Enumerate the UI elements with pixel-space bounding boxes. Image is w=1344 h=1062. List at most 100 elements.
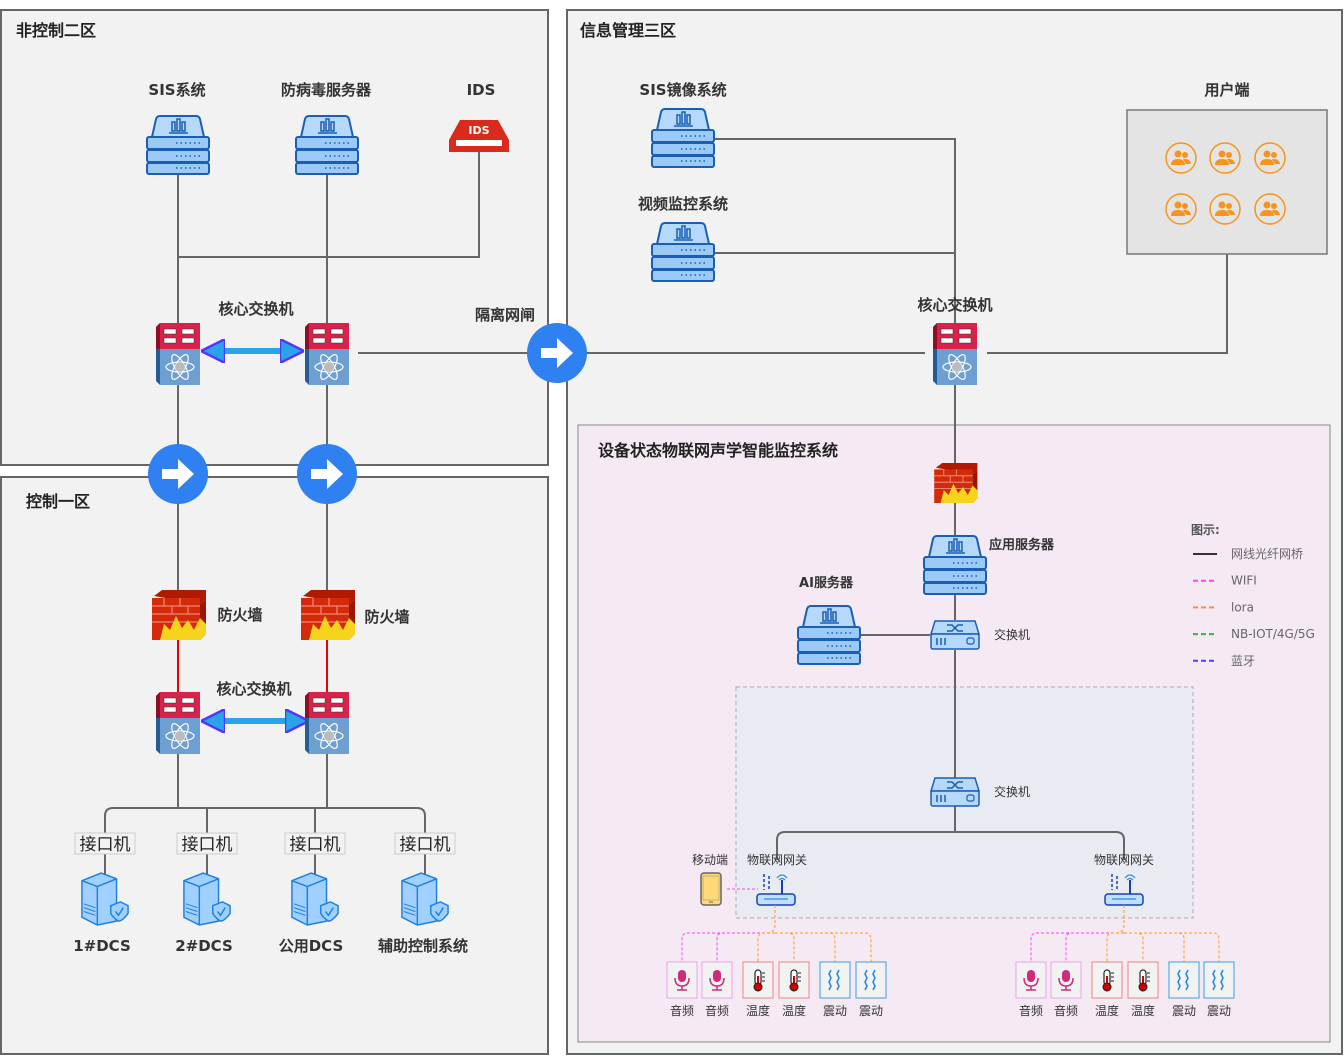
zone-control-1: 控制一区: [0, 476, 549, 1055]
sis-mirror-label: SIS镜像系统: [639, 81, 726, 99]
interface-machine-3[interactable]: 接口机: [284, 832, 346, 855]
vibration-sensor[interactable]: 震动: [855, 961, 887, 1018]
antivirus-server-icon[interactable]: [295, 115, 359, 175]
zone-title: 控制一区: [26, 492, 90, 511]
sensor-box: [1168, 961, 1200, 999]
legend-item: 网线光纤网桥: [1193, 547, 1303, 561]
sensor-label: 温度: [1131, 1003, 1155, 1018]
wifi-link: [1030, 932, 1124, 962]
ids-icon[interactable]: IDS: [449, 120, 509, 152]
gate-label: 隔离网闸: [475, 306, 535, 324]
temperature-sensor[interactable]: 温度: [1091, 961, 1123, 1018]
core-switch-label: 核心交换机: [216, 680, 291, 698]
sis-label: SIS系统: [148, 81, 205, 99]
interface-label: 接口机: [80, 835, 131, 855]
sensor-box: [855, 961, 887, 999]
video-server-icon[interactable]: [651, 222, 715, 282]
legend-title: 图示:: [1191, 523, 1220, 537]
sensor-box: [701, 961, 733, 999]
zone-title: 非控制二区: [16, 21, 96, 40]
users-label: 用户端: [1204, 81, 1249, 99]
vibration-sensor[interactable]: 震动: [1203, 961, 1235, 1018]
sensor-label: 音频: [1019, 1003, 1043, 1018]
audio-sensor[interactable]: 音频: [1050, 961, 1082, 1018]
ai-server-label: AI服务器: [799, 575, 854, 591]
core-switch-icon[interactable]: [305, 323, 349, 385]
sensor-array: 音频音频温度温度震动震动音频音频温度温度震动震动: [666, 961, 1235, 1018]
wifi-link: [716, 932, 775, 962]
core-switch-icon[interactable]: [156, 323, 200, 385]
isolation-gate-icon[interactable]: [148, 444, 208, 504]
core-switch-icon[interactable]: [156, 692, 200, 754]
core-switch-icon[interactable]: [933, 323, 977, 385]
vibration-sensor[interactable]: 震动: [1168, 961, 1200, 1018]
core-switch-label: 核心交换机: [218, 300, 293, 318]
zone-title: 信息管理三区: [580, 21, 676, 40]
app-server-icon[interactable]: [923, 535, 987, 595]
sensor-label: 温度: [1095, 1003, 1119, 1018]
wireless-links: [681, 905, 1220, 962]
sensor-box: [778, 961, 810, 999]
app-server-label: 应用服务器: [989, 537, 1055, 553]
legend-item: 蓝牙: [1193, 654, 1255, 668]
interface-machine-2[interactable]: 接口机: [176, 832, 238, 855]
audio-sensor[interactable]: 音频: [666, 961, 698, 1018]
zone-non-control-2: 非控制二区: [0, 9, 549, 466]
sensor-label: 震动: [1207, 1004, 1231, 1018]
mobile-label: 移动端: [692, 853, 728, 867]
interface-label: 接口机: [182, 835, 233, 855]
sensor-label: 音频: [705, 1003, 729, 1018]
dcs-label: 2#DCS: [175, 937, 233, 955]
lora-link: [1106, 932, 1124, 962]
legend-label: 蓝牙: [1231, 654, 1255, 668]
vibration-sensor[interactable]: 震动: [819, 961, 851, 1018]
audio-sensor[interactable]: 音频: [1015, 961, 1047, 1018]
users-group: [1126, 109, 1328, 255]
antivirus-label: 防病毒服务器: [281, 81, 372, 99]
legend-label: lora: [1231, 600, 1254, 614]
lora-link: [775, 932, 795, 962]
gateway-label: 物联网网关: [1094, 853, 1154, 867]
interface-machine-1[interactable]: 接口机: [74, 832, 136, 855]
legend-label: NB-IOT/4G/5G: [1231, 627, 1315, 641]
sensor-label: 震动: [859, 1004, 883, 1018]
firewall-label: 防火墙: [364, 608, 409, 626]
mobile-phone-icon[interactable]: [700, 872, 722, 906]
isolation-gate-icon[interactable]: [527, 323, 587, 383]
core-switch-icon[interactable]: [305, 692, 349, 754]
switch-icon[interactable]: [930, 620, 980, 650]
audio-sensor[interactable]: 音频: [701, 961, 733, 1018]
gateway-label: 物联网网关: [747, 853, 807, 867]
sensor-label: 音频: [1054, 1003, 1078, 1018]
sensor-label: 温度: [746, 1003, 770, 1018]
interface-machine-4[interactable]: 接口机: [394, 832, 456, 855]
dcs-label: 公用DCS: [279, 937, 344, 955]
core-switch-label: 核心交换机: [917, 296, 992, 314]
sis-server-icon[interactable]: [146, 115, 210, 175]
switch-label: 交换机: [994, 784, 1030, 799]
lora-link: [757, 932, 775, 962]
sensor-label: 震动: [1172, 1004, 1196, 1018]
legend-label: 网线光纤网桥: [1231, 547, 1303, 561]
lora-link: [1124, 932, 1144, 962]
lora-link: [775, 932, 872, 962]
sensor-box: [1203, 961, 1235, 999]
temperature-sensor[interactable]: 温度: [742, 961, 774, 1018]
temperature-sensor[interactable]: 温度: [778, 961, 810, 1018]
wifi-link: [1065, 932, 1124, 962]
ids-logo-text: IDS: [468, 124, 489, 137]
interface-label: 接口机: [290, 835, 341, 855]
switch-icon[interactable]: [930, 777, 980, 807]
legend-item: WIFI: [1193, 574, 1257, 588]
ai-server-icon[interactable]: [797, 605, 861, 665]
connections: [104, 138, 1228, 890]
sis-mirror-server-icon[interactable]: [651, 108, 715, 168]
dcs-label: 1#DCS: [73, 937, 131, 955]
isolation-gate-icon[interactable]: [297, 444, 357, 504]
legend-item: lora: [1193, 600, 1254, 614]
switch-label: 交换机: [994, 627, 1030, 642]
sensor-label: 温度: [782, 1003, 806, 1018]
temperature-sensor[interactable]: 温度: [1127, 961, 1159, 1018]
